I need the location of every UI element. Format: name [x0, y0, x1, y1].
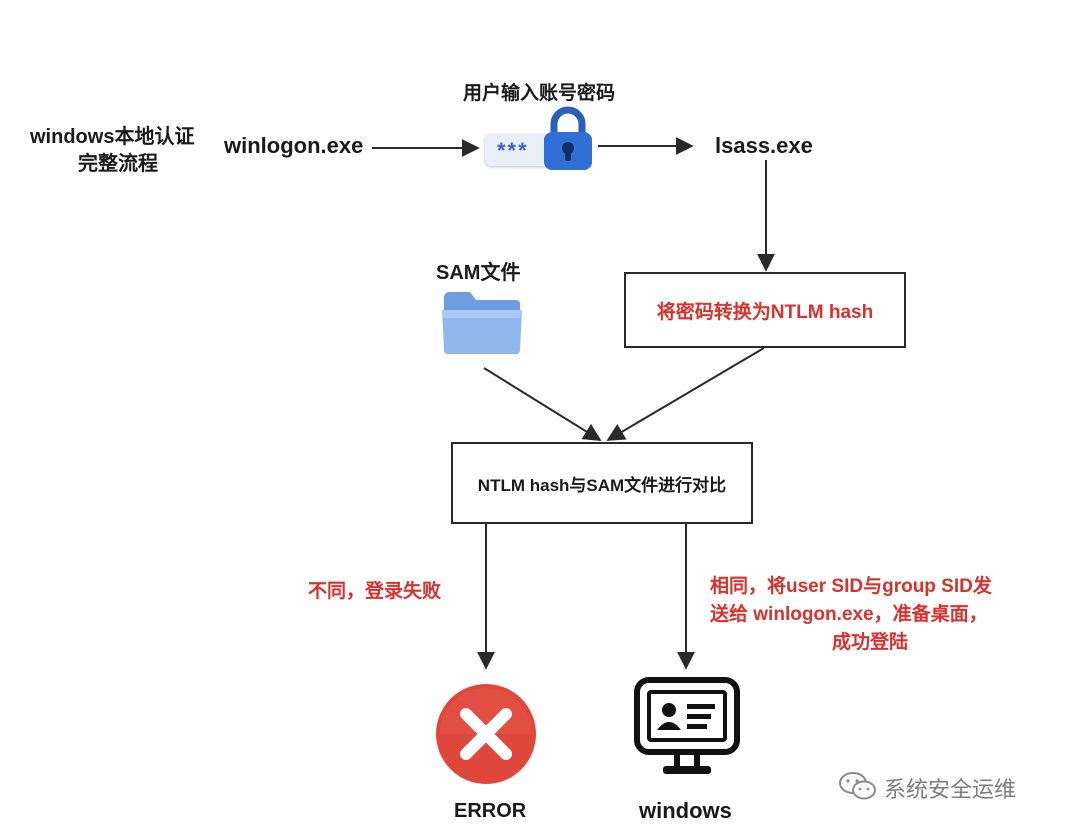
windows-label: windows [639, 798, 732, 823]
convert-box: 将密码转换为NTLM hash [624, 272, 906, 348]
watermark-text: 系统安全运维 [884, 777, 1017, 802]
wechat-icon [839, 772, 876, 800]
error-x-icon [436, 684, 536, 784]
compare-box: NTLM hash与SAM文件进行对比 [451, 442, 753, 524]
lock-icon [544, 106, 592, 170]
diagram-title-line2: 完整流程 [78, 153, 158, 175]
monitor-id-icon [634, 677, 740, 774]
success-text-line1: 相同，将user SID与group SID发 [710, 576, 992, 597]
input-label: 用户输入账号密码 [463, 83, 616, 104]
sam-label: SAM文件 [436, 262, 521, 284]
password-mask: *** [497, 138, 529, 163]
convert-box-text: 将密码转换为NTLM hash [656, 301, 874, 323]
arrow-convert-to-compare [606, 347, 765, 441]
lsass-label: lsass.exe [715, 133, 813, 158]
password-field: *** [485, 134, 555, 166]
compare-box-text: NTLM hash与SAM文件进行对比 [477, 475, 727, 495]
diagram-title-line1: windows本地认证 [30, 126, 195, 148]
arrow-sam-to-compare [483, 367, 602, 441]
success-text-line3: 成功登陆 [832, 632, 909, 653]
success-text-line2: 送给 winlogon.exe，准备桌面， [710, 604, 988, 625]
error-label: ERROR [454, 800, 527, 822]
folder-icon [442, 292, 522, 354]
winlogon-label: winlogon.exe [224, 133, 364, 158]
fail-text: 不同，登录失败 [308, 581, 442, 602]
